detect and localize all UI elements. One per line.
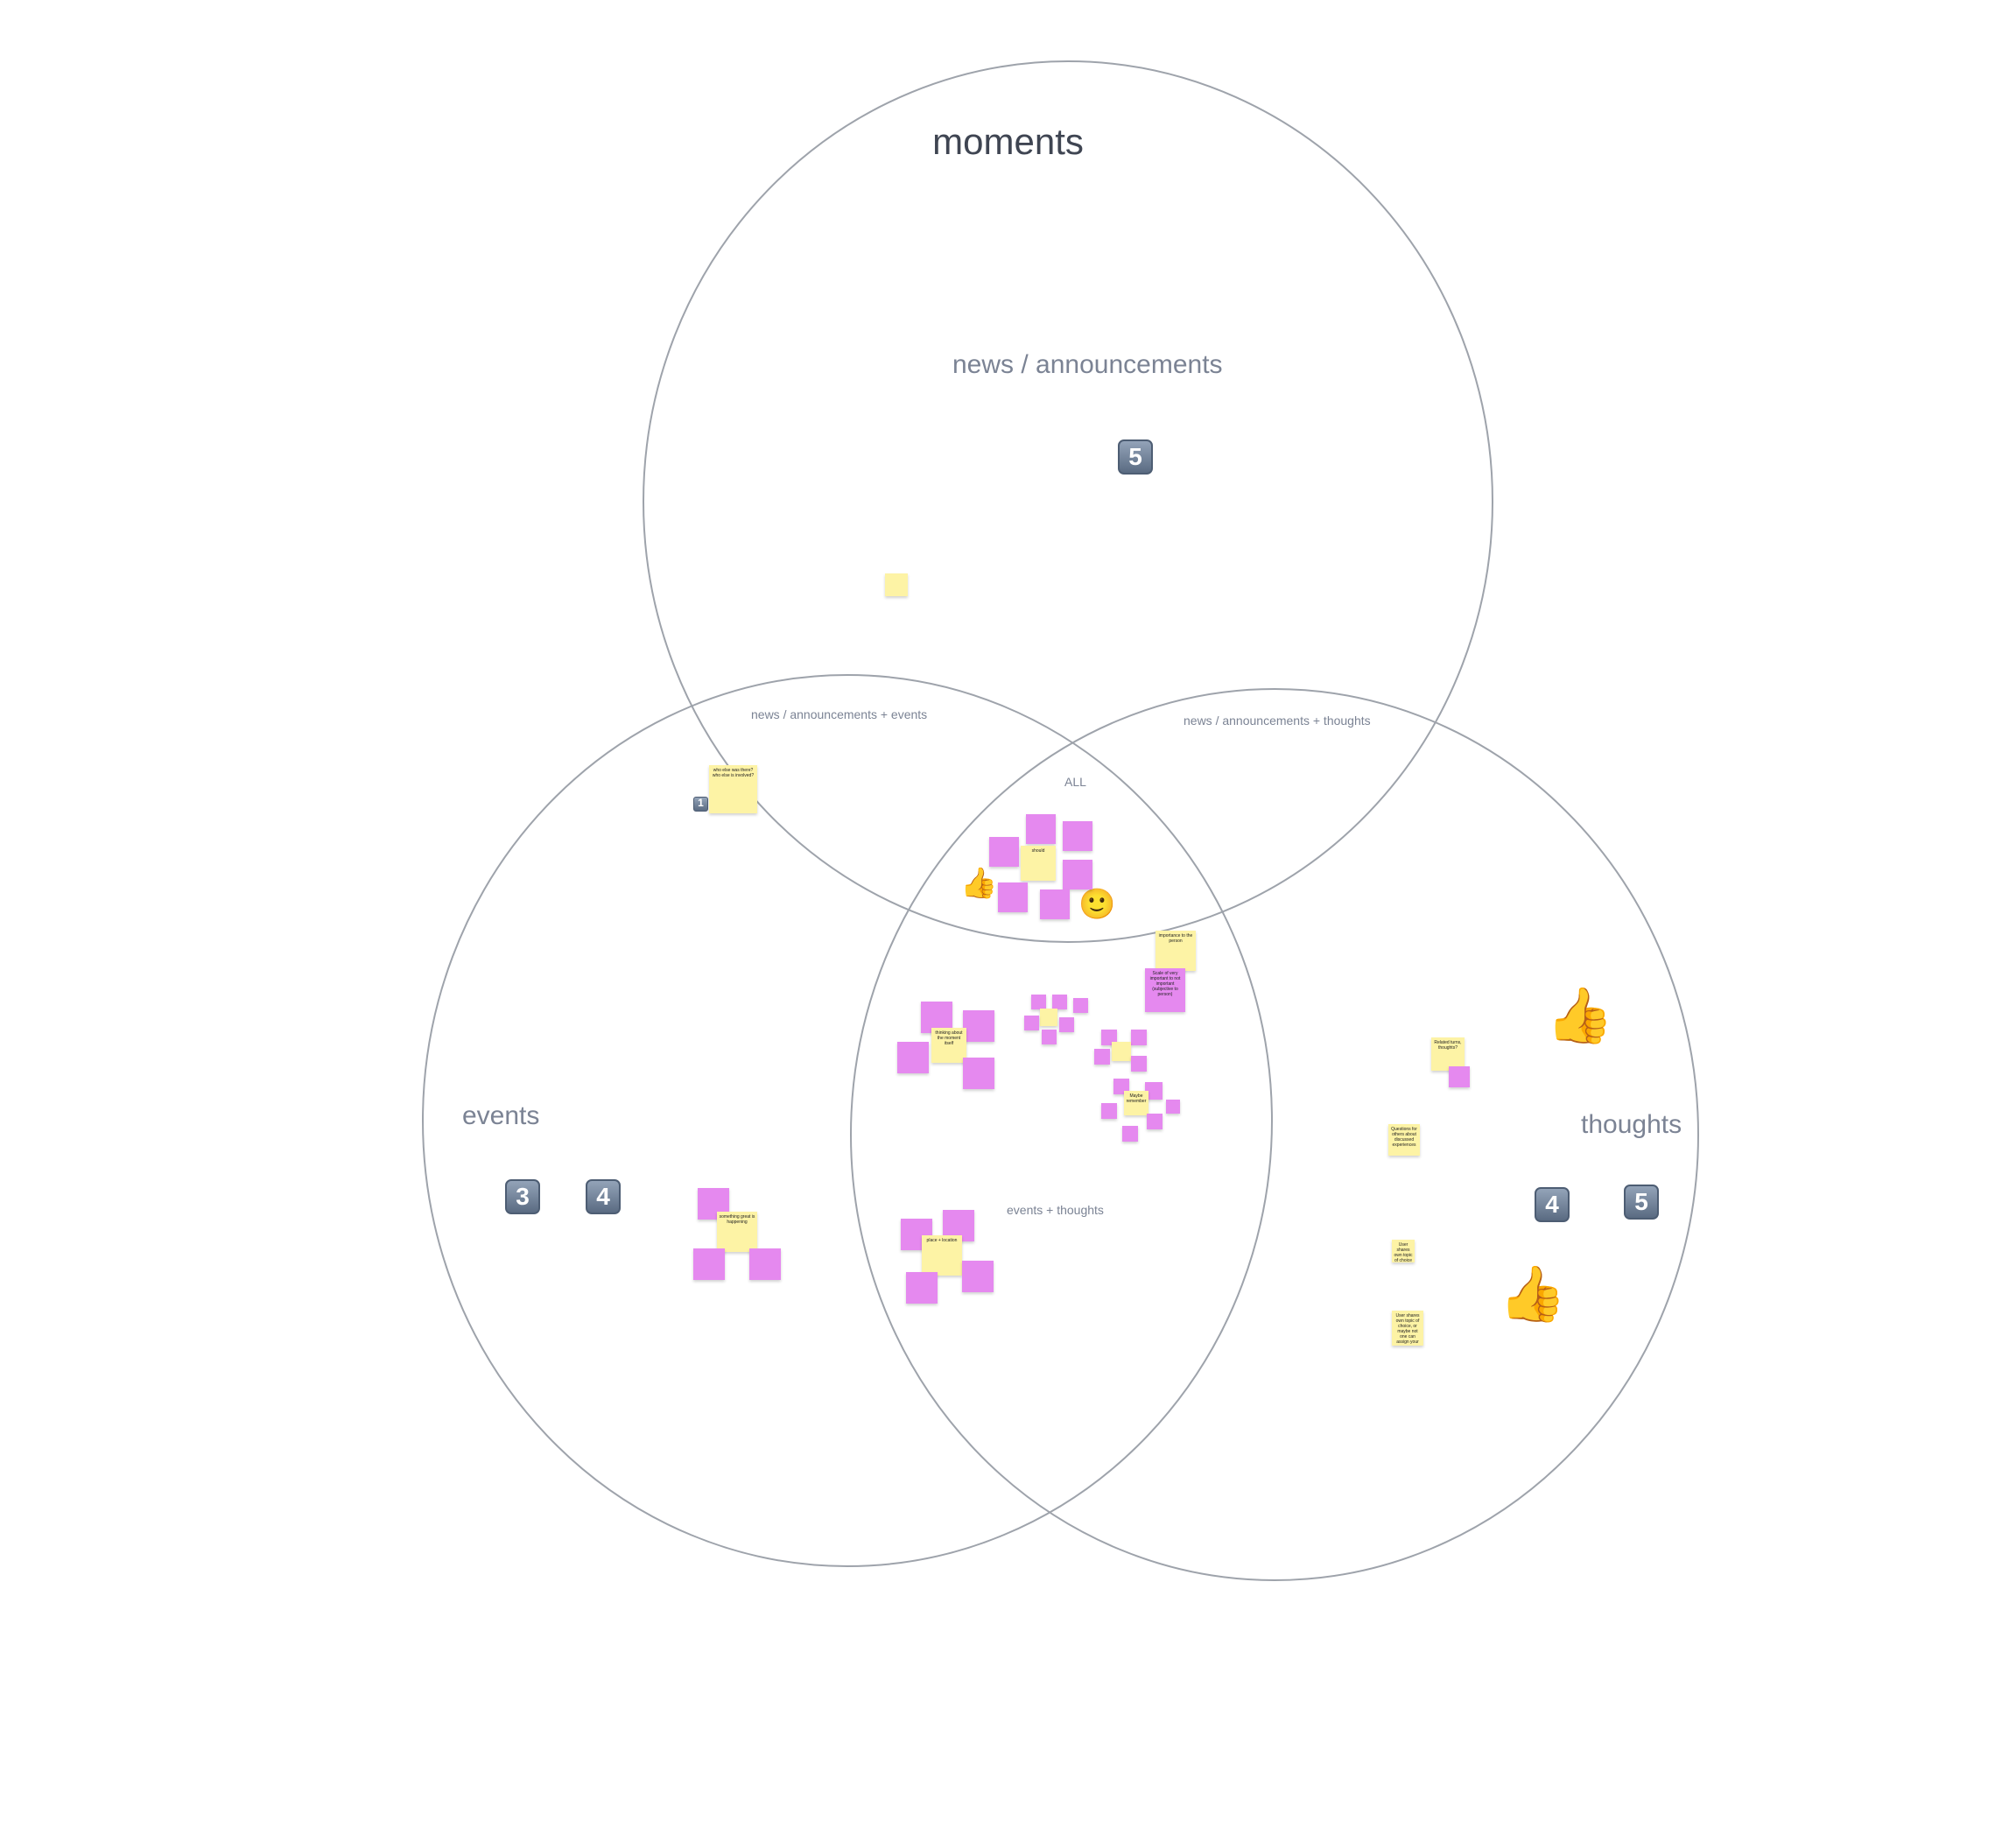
sticky-note[interactable]: something great is happening [717,1212,757,1252]
sticky-note[interactable] [1040,1009,1057,1026]
sticky-note[interactable]: Maybe remember [1124,1091,1148,1115]
sticky-note[interactable]: who else was there? who else is involved… [709,765,757,813]
sticky-note[interactable] [1063,821,1092,851]
circle-events [422,674,1273,1567]
sticky-note[interactable] [1147,1114,1163,1129]
sticky-note[interactable]: thinking about the moment itself [931,1028,966,1063]
sticky-note[interactable] [962,1261,994,1292]
region-label-news-events: news / announcements + events [751,707,928,721]
diagram-title: moments [932,121,1084,162]
thumbs-up-icon: 👍 [1499,1264,1567,1325]
sticky-note[interactable] [1112,1042,1131,1061]
sticky-note[interactable] [897,1042,929,1073]
sticky-note[interactable] [1024,1016,1039,1030]
sticky-note[interactable] [998,882,1028,912]
sticky-note[interactable] [1131,1056,1147,1072]
vote-badge: 4 [586,1179,621,1214]
sticky-note[interactable] [1166,1100,1180,1114]
region-label-news-thoughts: news / announcements + thoughts [1184,714,1371,728]
sticky-note[interactable] [693,1248,725,1280]
sticky-note[interactable]: Related turns, thoughts? [1431,1037,1465,1071]
sticky-note[interactable] [1063,860,1092,889]
sticky-note[interactable] [1042,1030,1057,1044]
sticky-note[interactable] [906,1272,938,1304]
set-label-news-announcements: news / announcements [952,350,1223,379]
sticky-note[interactable] [963,1010,994,1042]
sticky-note[interactable] [1113,1079,1129,1094]
sticky-note[interactable]: User shares own topic of choice [1392,1240,1415,1262]
thumbs-up-icon: 👍 [1546,986,1614,1046]
sticky-note[interactable]: User shares own topic of choice, or mayb… [1392,1311,1423,1346]
sticky-note[interactable] [1131,1030,1147,1045]
sticky-note[interactable]: Questions for others about discussed exp… [1388,1124,1420,1156]
sticky-note[interactable]: place + location [922,1235,962,1276]
sticky-note[interactable]: should [1021,846,1056,881]
vote-badge: 3 [505,1179,540,1214]
sticky-note[interactable] [885,573,908,596]
smile-icon: 🙂 [1078,888,1116,921]
sticky-note[interactable] [1040,889,1070,919]
sticky-note[interactable] [1101,1030,1117,1045]
region-label-events-thoughts: events + thoughts [1007,1203,1104,1217]
sticky-note[interactable] [1026,814,1056,844]
vote-badge: 5 [1624,1185,1659,1220]
circle-news-announcements [643,60,1493,943]
sticky-note[interactable] [1122,1126,1138,1142]
sticky-note[interactable] [1052,995,1067,1009]
sticky-note[interactable] [1073,998,1088,1013]
sticky-note[interactable] [1094,1049,1110,1065]
set-label-thoughts: thoughts [1581,1110,1682,1139]
sticky-note[interactable] [1449,1066,1470,1087]
sticky-note[interactable] [963,1058,994,1089]
vote-badge: 4 [1535,1187,1570,1222]
sticky-note[interactable] [989,837,1019,867]
region-label-all: ALL [1064,775,1086,789]
circle-thoughts [850,688,1699,1581]
thumbs-up-icon: 👍 [960,867,998,900]
vote-badge: 1 [693,797,708,812]
sticky-note[interactable] [1059,1017,1074,1032]
sticky-note[interactable] [1101,1103,1117,1119]
sticky-note[interactable] [749,1248,781,1280]
sticky-note[interactable] [1145,1082,1163,1100]
sticky-note[interactable]: Scale of very important to not important… [1145,968,1185,1012]
vote-badge: 5 [1118,439,1153,475]
set-label-events: events [462,1101,540,1130]
sticky-note[interactable] [1031,995,1046,1009]
sticky-note[interactable]: importance to the person [1156,931,1196,971]
